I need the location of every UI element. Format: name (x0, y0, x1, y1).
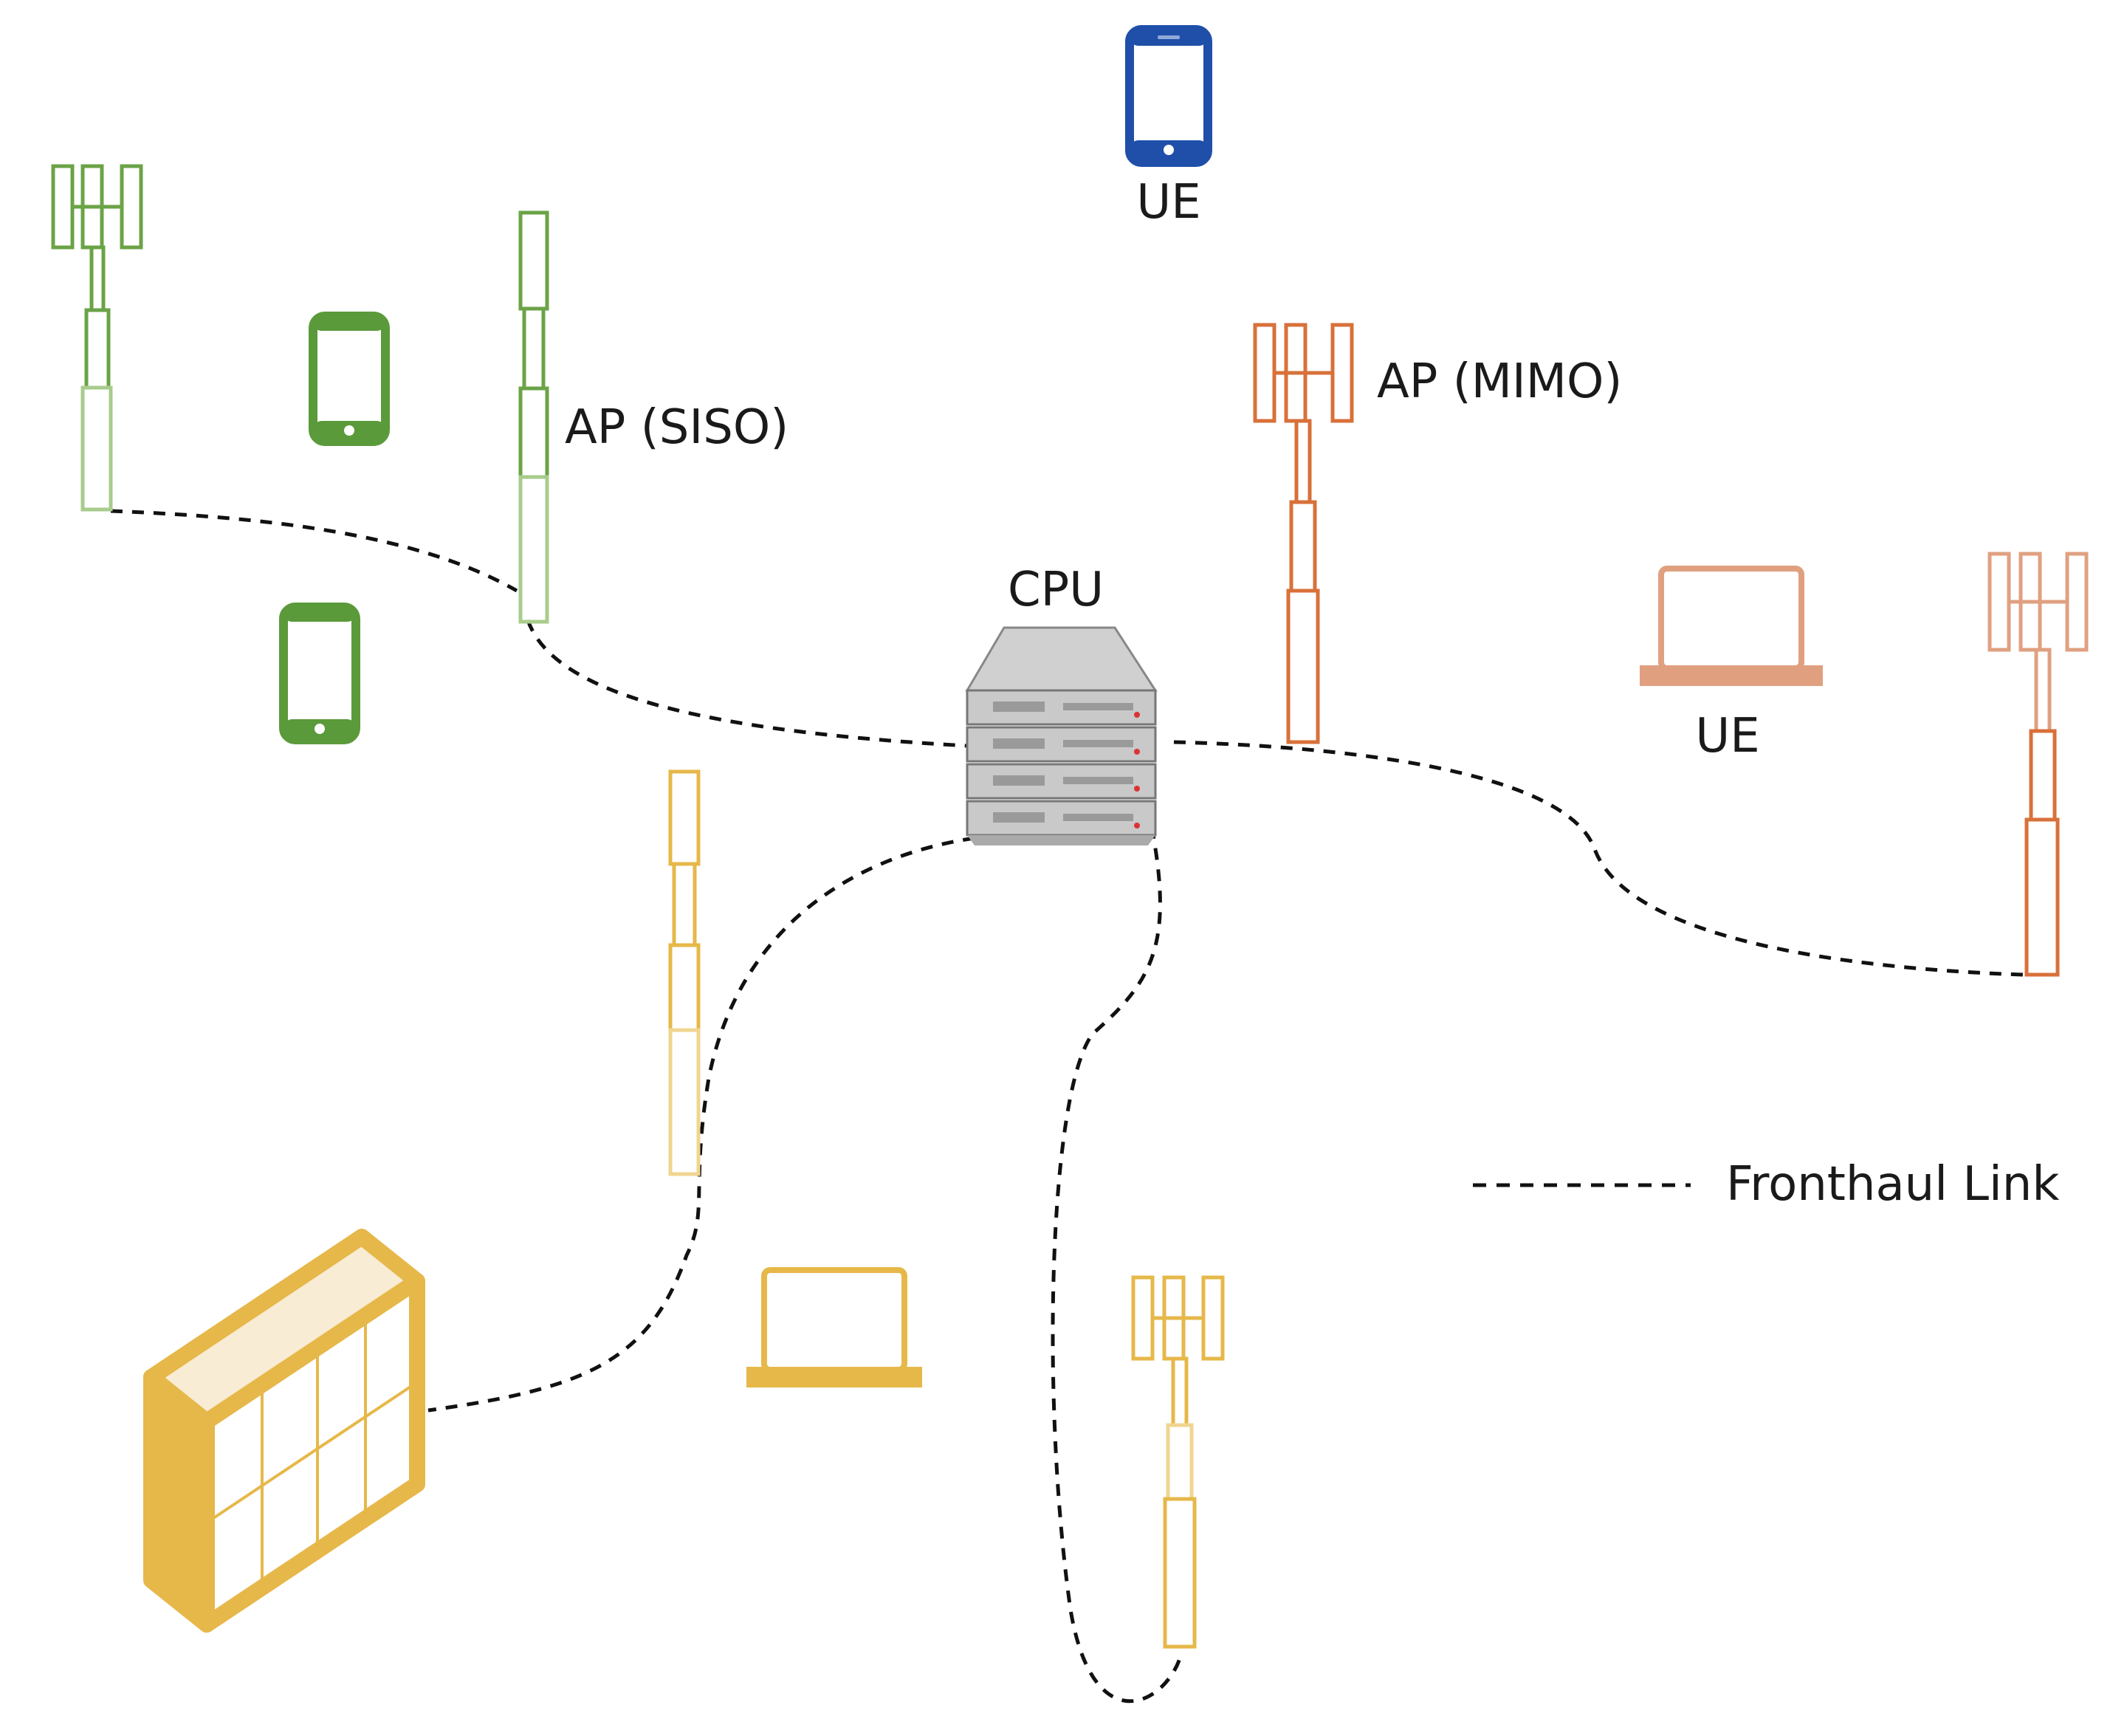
ap-mimo-label: AP (MIMO) (1377, 354, 1622, 409)
cell-tower-icon (1987, 552, 2089, 977)
laptop-icon (746, 1267, 922, 1387)
siso-antenna-icon (518, 210, 549, 624)
cell-tower-icon (1131, 1275, 1225, 1649)
fronthaul-link-green-siso (526, 620, 968, 748)
ap-siso-label: AP (SISO) (565, 400, 788, 455)
server-rack-icon (965, 626, 1158, 845)
cpu-label: CPU (1008, 563, 1104, 617)
ue-top-label: UE (1136, 175, 1200, 230)
ue-right-label: UE (1695, 709, 1759, 764)
fronthaul-link-green-mimo (110, 509, 518, 593)
fronthaul-links (110, 509, 2024, 1704)
fronthaul-link-yellow-siso (427, 836, 975, 1413)
cell-tower-icon (1253, 323, 1354, 744)
smartphone-icon (1125, 25, 1212, 167)
laptop-icon (1640, 566, 1823, 686)
smartphone-icon (279, 603, 360, 744)
smartphone-icon (309, 312, 390, 446)
legend-fronthaul-label: Fronthaul Link (1726, 1157, 2059, 1212)
fronthaul-link-orange-ap (1173, 740, 2024, 977)
cell-tower-icon (51, 164, 143, 512)
fronthaul-link-yellow-mimo (1051, 826, 1183, 1704)
siso-antenna-icon (668, 769, 701, 1176)
building-icon (143, 1229, 425, 1633)
legend: Fronthaul Link (1473, 1157, 2059, 1212)
